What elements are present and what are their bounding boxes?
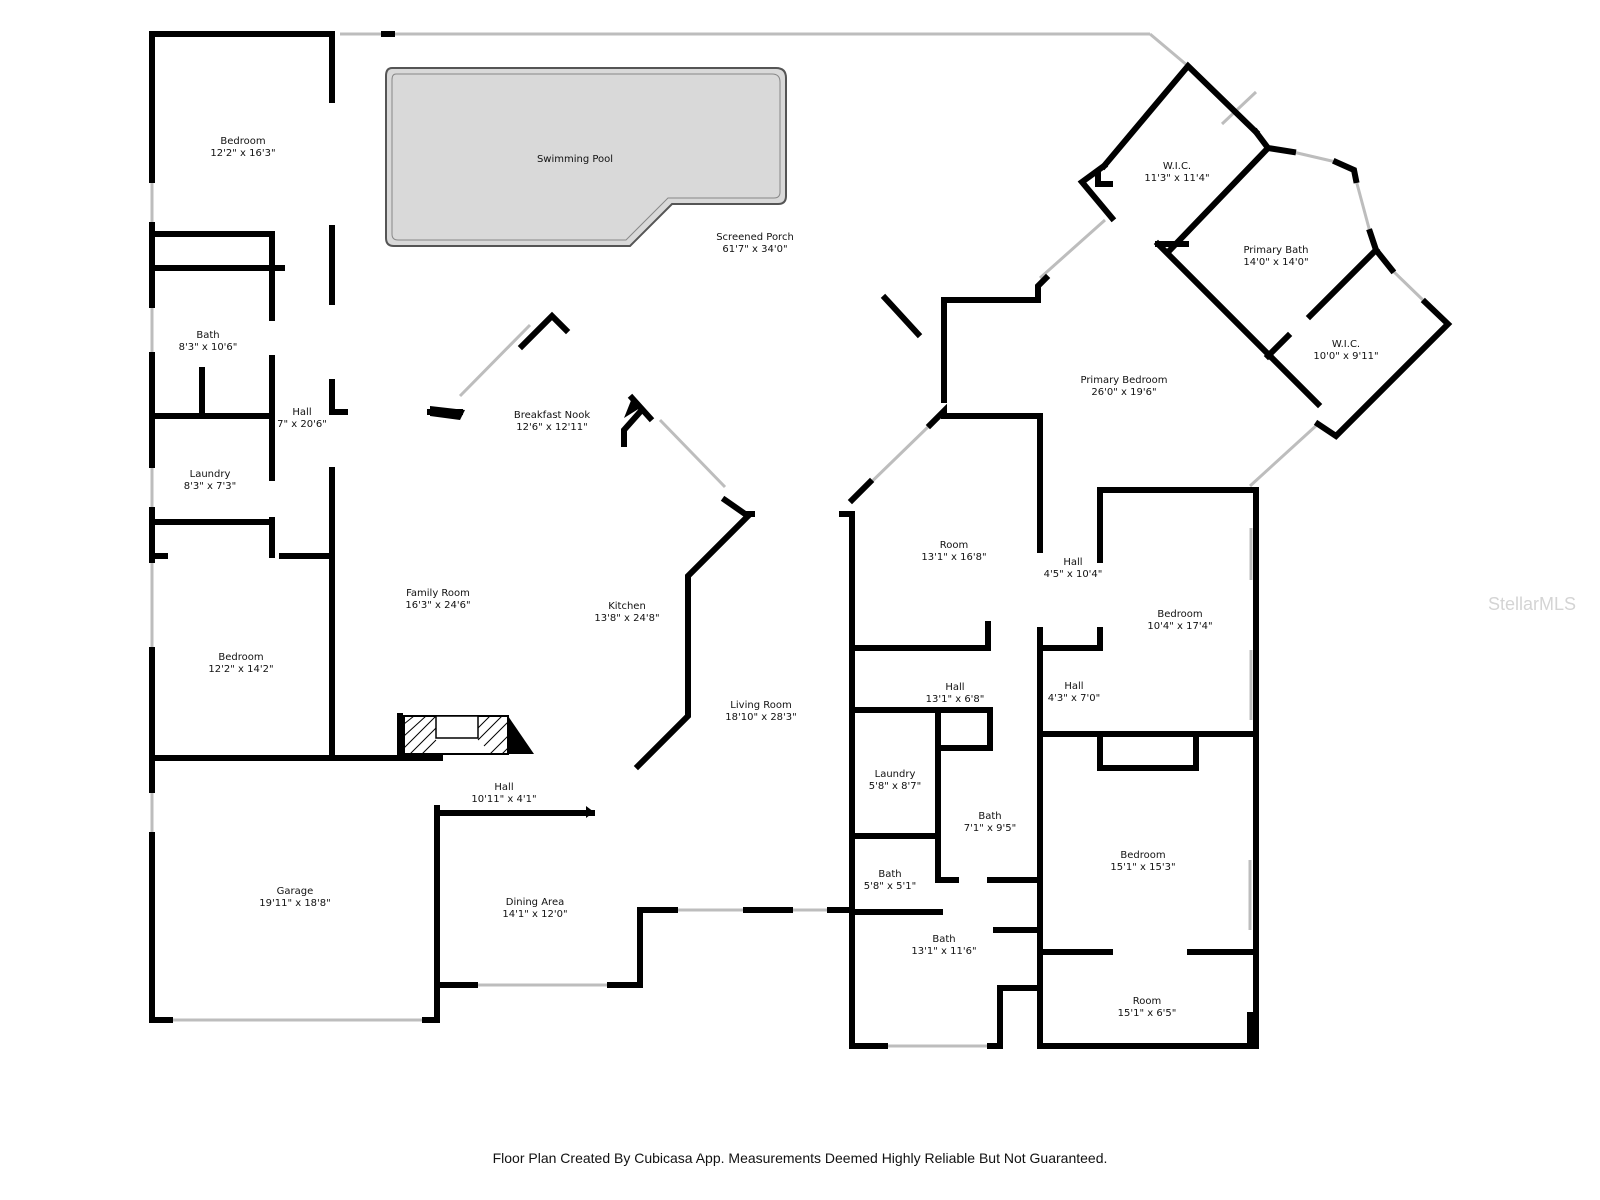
room-name: Primary Bath: [1243, 245, 1309, 256]
room-dimensions: 14'0" x 14'0": [1243, 257, 1309, 268]
room-name: Bath: [196, 330, 220, 341]
walls: [149, 31, 1453, 1049]
room-name: Screened Porch: [716, 232, 794, 243]
room-name: Hall: [292, 407, 312, 418]
room-name: W.I.C.: [1331, 339, 1361, 350]
room-dimensions: 13'1" x 16'8": [921, 552, 987, 563]
room-dimensions: 15'1" x 6'5": [1117, 1008, 1177, 1019]
room-name: Family Room: [406, 588, 470, 599]
room-name: Bath: [878, 869, 902, 880]
room-label-primary-bath: Primary Bath 14'0" x 14'0": [1243, 245, 1308, 269]
room-label-bedroom-se: Bedroom 15'1" x 15'3": [1110, 850, 1175, 874]
room-dimensions: 12'6" x 12'11": [516, 422, 588, 433]
room-label-bedroom-east: Bedroom 10'4" x 17'4": [1147, 609, 1212, 633]
room-label-garage: Garage 19'11" x 18'8": [259, 886, 331, 910]
fireplace: [403, 715, 534, 755]
room-label-dining-area: Dining Area 14'1" x 12'0": [502, 897, 567, 921]
room-label-hall-center: Hall 13'1" x 6'8": [926, 682, 985, 706]
room-name: Bedroom: [218, 652, 264, 663]
door-stops: [430, 398, 640, 818]
room-dimensions: 19'11" x 18'8": [259, 898, 331, 909]
room-dimensions: 10'11" x 4'1": [471, 794, 537, 805]
room-dimensions: 13'1" x 11'6": [911, 946, 977, 957]
room-dimensions: 16'3" x 24'6": [405, 600, 471, 611]
room-name: Dining Area: [505, 897, 565, 908]
room-dimensions: 14'1" x 12'0": [502, 909, 568, 920]
room-name: Bedroom: [1157, 609, 1203, 620]
room-name: Hall: [1064, 681, 1084, 692]
room-dimensions: 11'3" x 11'4": [1144, 173, 1210, 184]
room-name: Breakfast Nook: [513, 410, 591, 421]
room-label-room-south: Room 15'1" x 6'5": [1118, 996, 1177, 1020]
room-name: W.I.C.: [1162, 161, 1192, 172]
room-label-bedroom-nw: Bedroom 12'2" x 16'3": [210, 136, 275, 160]
room-label-hall-south: Hall 10'11" x 4'1": [471, 782, 536, 806]
room-name: Laundry: [874, 769, 916, 780]
room-dimensions: 8'3" x 10'6": [178, 342, 238, 353]
room-label-primary-bedroom: Primary Bedroom 26'0" x 19'6": [1080, 375, 1167, 399]
room-dimensions: 18'10" x 28'3": [725, 712, 797, 723]
room-name: Bath: [978, 811, 1002, 822]
room-dimensions: 10'4" x 17'4": [1147, 621, 1213, 632]
room-dimensions: 15'1" x 15'3": [1110, 862, 1176, 873]
room-label-wic-east: W.I.C. 10'0" x 9'11": [1313, 339, 1378, 363]
room-label-room-center: Room 13'1" x 16'8": [921, 540, 986, 564]
room-dimensions: 26'0" x 19'6": [1091, 387, 1157, 398]
room-name: Laundry: [189, 469, 231, 480]
room-label-laundry-center: Laundry 5'8" x 8'7": [869, 769, 921, 793]
room-name: Primary Bedroom: [1080, 375, 1168, 386]
room-dimensions: 13'1" x 6'8": [925, 694, 985, 705]
room-name: Bedroom: [1120, 850, 1166, 861]
room-label-family-room: Family Room 16'3" x 24'6": [405, 588, 470, 612]
room-label-bath-south: Bath 13'1" x 11'6": [911, 934, 976, 958]
room-dimensions: 7'1" x 9'5": [963, 823, 1017, 834]
room-name: Garage: [276, 886, 314, 897]
room-dimensions: 7" x 20'6": [277, 419, 327, 430]
room-label-wic-north: W.I.C. 11'3" x 11'4": [1144, 161, 1209, 185]
room-label-hall-west: Hall 7" x 20'6": [277, 407, 327, 431]
room-label-bath-small: Bath 5'8" x 5'1": [864, 869, 916, 893]
footer-disclaimer: Floor Plan Created By Cubicasa App. Meas…: [492, 1150, 1108, 1166]
room-dimensions: 10'0" x 9'11": [1313, 351, 1379, 362]
room-label-kitchen: Kitchen 13'8" x 24'8": [594, 601, 659, 625]
room-dimensions: 8'3" x 7'3": [183, 481, 237, 492]
room-name: Hall: [1063, 557, 1083, 568]
room-name: Hall: [945, 682, 965, 693]
room-label-living-room: Living Room 18'10" x 28'3": [725, 700, 797, 724]
room-label-screened-porch: Screened Porch 61'7" x 34'0": [716, 232, 794, 256]
room-label-bedroom-west: Bedroom 12'2" x 14'2": [208, 652, 273, 676]
room-dimensions: 12'2" x 16'3": [210, 148, 276, 159]
room-name: Bedroom: [220, 136, 266, 147]
room-label-bath-center: Bath 7'1" x 9'5": [964, 811, 1016, 835]
room-name: Living Room: [730, 700, 792, 711]
room-dimensions: 5'8" x 8'7": [868, 781, 922, 792]
room-name: Room: [939, 540, 969, 551]
room-dimensions: 5'8" x 5'1": [863, 881, 917, 892]
room-label-hall-east-lower: Hall 4'3" x 7'0": [1048, 681, 1100, 705]
swimming-pool-shape: [385, 67, 787, 247]
room-label-hall-east-upper: Hall 4'5" x 10'4": [1044, 557, 1103, 581]
room-name: Bath: [932, 934, 956, 945]
watermark: StellarMLS: [1488, 594, 1577, 614]
room-dimensions: 61'7" x 34'0": [722, 244, 788, 255]
windows: [150, 32, 1427, 1048]
room-name: Kitchen: [608, 601, 646, 612]
room-name: Swimming Pool: [536, 154, 614, 165]
room-dimensions: 12'2" x 14'2": [208, 664, 274, 675]
room-dimensions: 13'8" x 24'8": [594, 613, 660, 624]
room-label-laundry-west: Laundry 8'3" x 7'3": [184, 469, 236, 493]
room-name: Room: [1132, 996, 1162, 1007]
room-label-breakfast-nook: Breakfast Nook 12'6" x 12'11": [514, 410, 590, 434]
room-label-swimming-pool: Swimming Pool: [537, 154, 613, 166]
room-dimensions: 4'3" x 7'0": [1047, 693, 1101, 704]
room-name: Hall: [494, 782, 514, 793]
room-label-bath-west: Bath 8'3" x 10'6": [179, 330, 238, 354]
room-dimensions: 4'5" x 10'4": [1043, 569, 1103, 580]
